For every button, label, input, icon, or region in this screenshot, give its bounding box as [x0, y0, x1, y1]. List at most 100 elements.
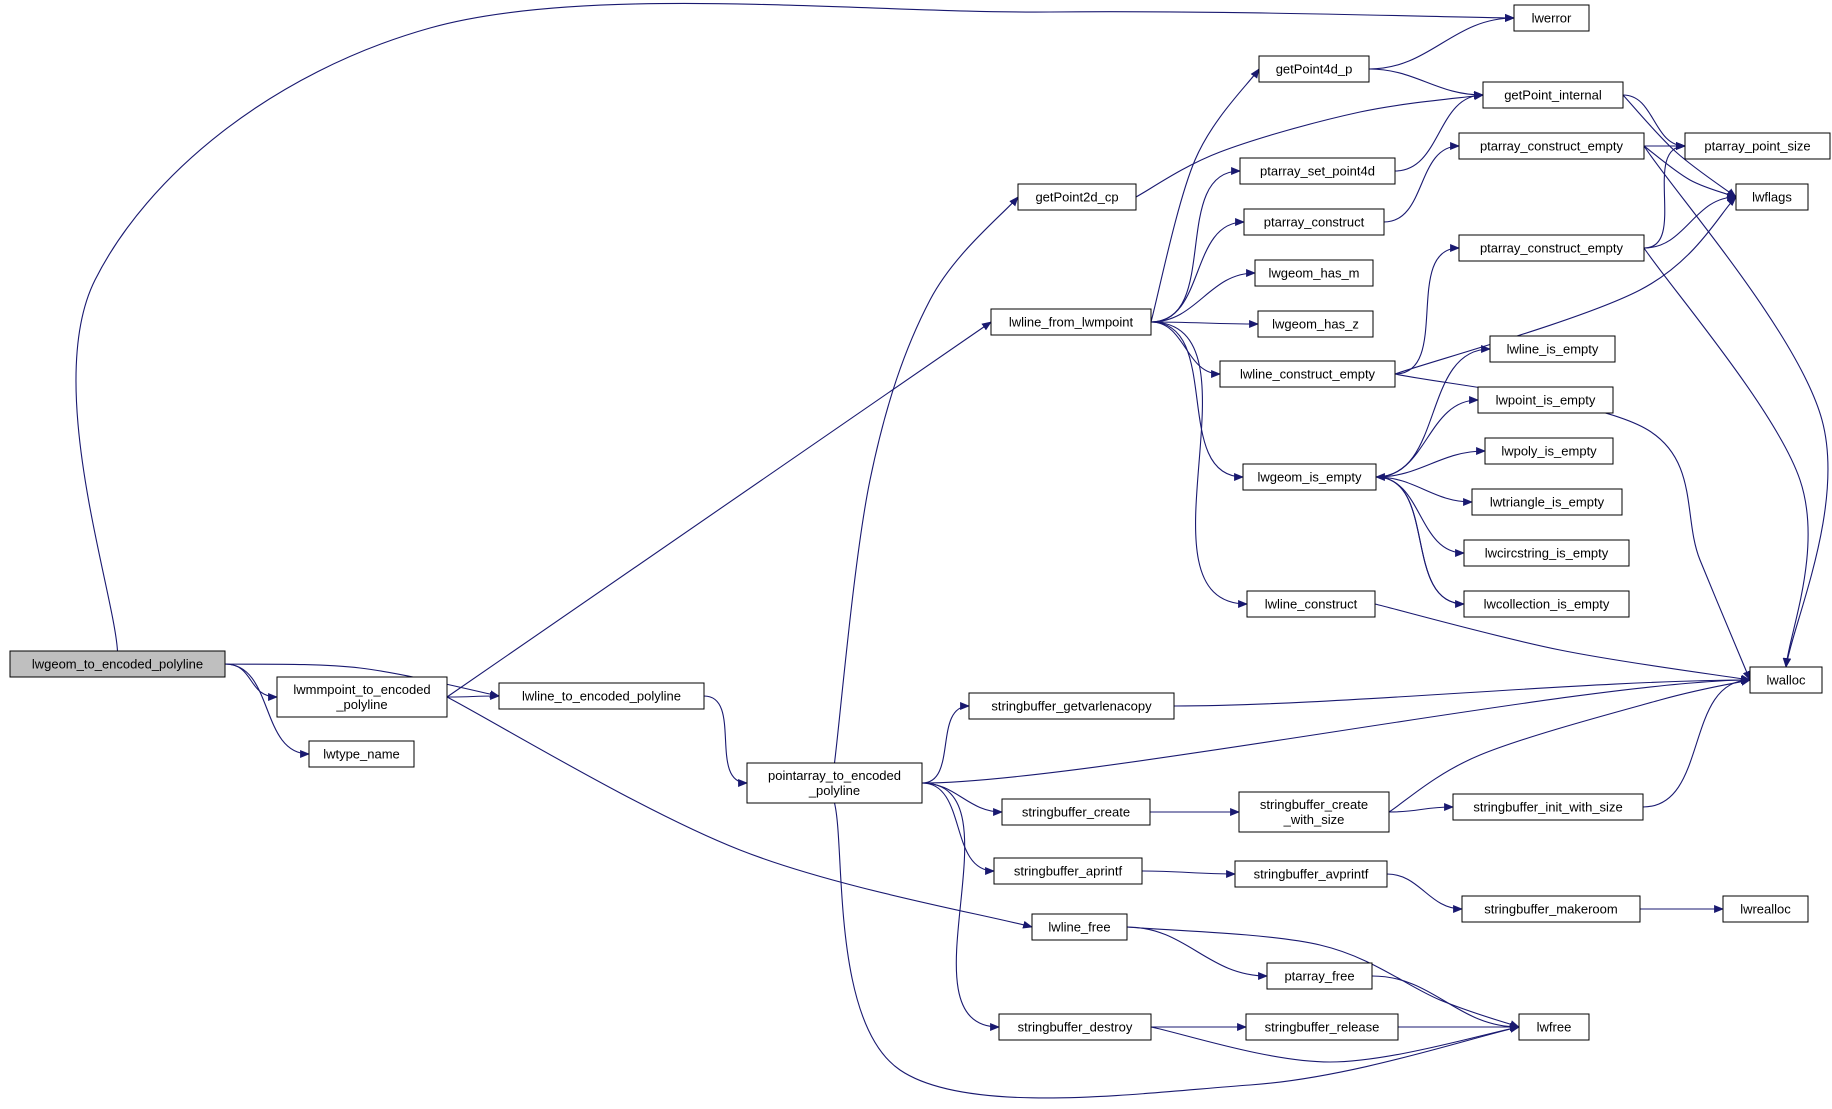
- node-box[interactable]: [1238, 791, 1390, 833]
- node-box[interactable]: [1484, 437, 1614, 465]
- edge-pfree-to-free: [1371, 975, 1520, 1031]
- nodes-layer: lwgeom_to_encoded_polyline lwmmpoint_to_e…: [9, 4, 1831, 1041]
- node-lwgeom-to-encoded-polyline[interactable]: lwgeom_to_encoded_polyline: [9, 650, 226, 678]
- node-ptarray-set-point4d[interactable]: ptarray_set_point4d: [1239, 157, 1396, 185]
- node-box[interactable]: [9, 650, 226, 678]
- node-lwerror[interactable]: lwerror: [1513, 4, 1590, 32]
- node-stringbuffer-release[interactable]: stringbuffer_release: [1245, 1013, 1399, 1041]
- node-box[interactable]: [1017, 183, 1137, 211]
- node-lwline-is-empty[interactable]: lwline_is_empty: [1489, 335, 1616, 363]
- node-box[interactable]: [993, 857, 1143, 885]
- node-box[interactable]: [1234, 860, 1388, 888]
- node-lwflags[interactable]: lwflags: [1735, 183, 1809, 211]
- node-ptarray-construct-empty[interactable]: ptarray_construct_empty: [1458, 132, 1645, 160]
- node-lwline-construct-empty[interactable]: lwline_construct_empty: [1219, 360, 1396, 388]
- node-stringbuffer-aprintf[interactable]: stringbuffer_aprintf: [993, 857, 1143, 885]
- node-getpoint4d-p[interactable]: getPoint4d_p: [1258, 55, 1370, 83]
- node-lwtriangle-is-empty[interactable]: lwtriangle_is_empty: [1471, 488, 1623, 516]
- node-box[interactable]: [1242, 463, 1377, 491]
- node-box[interactable]: [1031, 913, 1128, 941]
- node-label: lwline_free: [1048, 920, 1110, 935]
- node-lwcollection-is-empty[interactable]: lwcollection_is_empty: [1463, 590, 1630, 618]
- node-getpoint2d-cp[interactable]: getPoint2d_cp: [1017, 183, 1137, 211]
- node-stringbuffer-create-with-size[interactable]: stringbuffer_create_with_size: [1238, 791, 1390, 833]
- node-box[interactable]: [276, 676, 448, 718]
- node-box[interactable]: [1463, 539, 1630, 567]
- node-label: stringbuffer_create: [1022, 805, 1130, 820]
- node-box[interactable]: [1477, 386, 1614, 414]
- node-box[interactable]: [1482, 81, 1624, 109]
- node-box[interactable]: [1001, 798, 1151, 826]
- node-box[interactable]: [1257, 310, 1374, 338]
- node-stringbuffer-getvarlenacopy[interactable]: stringbuffer_getvarlenacopy: [968, 692, 1175, 720]
- node-box[interactable]: [1471, 488, 1623, 516]
- node-box[interactable]: [1246, 590, 1376, 618]
- edge-g2ep-to-mm: [224, 663, 278, 701]
- node-stringbuffer-makeroom[interactable]: stringbuffer_makeroom: [1461, 895, 1641, 923]
- edge-lflm-to-hasm: [1150, 269, 1256, 323]
- node-box[interactable]: [1219, 360, 1396, 388]
- node-box[interactable]: [308, 740, 415, 768]
- edge-pce2-to-pps: [1643, 142, 1686, 249]
- node-label: lwflags: [1752, 190, 1792, 205]
- node-box[interactable]: [1458, 132, 1645, 160]
- node-lwgeom-is-empty[interactable]: lwgeom_is_empty: [1242, 463, 1377, 491]
- node-ptarray-construct[interactable]: ptarray_construct: [1243, 208, 1385, 236]
- edge-g2ep-to-err: [75, 2, 1515, 652]
- node-box[interactable]: [1239, 157, 1396, 185]
- edge-lflm-to-hasz: [1150, 320, 1259, 328]
- node-box[interactable]: [746, 762, 923, 804]
- node-label: lwfree: [1537, 1020, 1572, 1035]
- node-lwgeom-has-m[interactable]: lwgeom_has_m: [1254, 259, 1374, 287]
- node-lwline-free[interactable]: lwline_free: [1031, 913, 1128, 941]
- node-stringbuffer-init-with-size[interactable]: stringbuffer_init_with_size: [1452, 793, 1644, 821]
- node-box[interactable]: [1722, 895, 1809, 923]
- node-pointarray-to-encoded-polyline[interactable]: pointarray_to_encoded_polyline: [746, 762, 923, 804]
- edge-psp4-to-gpi: [1394, 91, 1484, 172]
- node-lwrealloc[interactable]: lwrealloc: [1722, 895, 1809, 923]
- node-box[interactable]: [1258, 55, 1370, 83]
- node-box[interactable]: [1461, 895, 1641, 923]
- node-lwmmpoint-to-encoded-polyline[interactable]: lwmmpoint_to_encoded_polyline: [276, 676, 448, 718]
- node-stringbuffer-avprintf[interactable]: stringbuffer_avprintf: [1234, 860, 1388, 888]
- node-lwline-from-lwmpoint[interactable]: lwline_from_lwmpoint: [990, 308, 1152, 336]
- node-lwfree[interactable]: lwfree: [1518, 1013, 1590, 1041]
- node-lwtype-name[interactable]: lwtype_name: [308, 740, 415, 768]
- node-box[interactable]: [1245, 1013, 1399, 1041]
- node-box[interactable]: [1266, 962, 1373, 990]
- node-lwgeom-has-z[interactable]: lwgeom_has_z: [1257, 310, 1374, 338]
- node-stringbuffer-destroy[interactable]: stringbuffer_destroy: [998, 1013, 1152, 1041]
- node-box[interactable]: [1463, 590, 1630, 618]
- node-box[interactable]: [968, 692, 1175, 720]
- node-box[interactable]: [1489, 335, 1616, 363]
- node-box[interactable]: [1452, 793, 1644, 821]
- node-lwcircstring-is-empty[interactable]: lwcircstring_is_empty: [1463, 539, 1630, 567]
- node-lwline-construct[interactable]: lwline_construct: [1246, 590, 1376, 618]
- edge-gpi-to-flags: [1622, 94, 1737, 198]
- node-box[interactable]: [1513, 4, 1590, 32]
- edge-lce-to-alloc: [1394, 373, 1751, 681]
- node-box[interactable]: [498, 682, 705, 710]
- node-box[interactable]: [1735, 183, 1809, 211]
- node-box[interactable]: [1243, 208, 1385, 236]
- node-ptarray-construct-empty[interactable]: ptarray_construct_empty: [1458, 234, 1645, 262]
- node-box[interactable]: [1518, 1013, 1590, 1041]
- node-box[interactable]: [990, 308, 1152, 336]
- node-ptarray-point-size[interactable]: ptarray_point_size: [1684, 132, 1831, 160]
- node-getpoint-internal[interactable]: getPoint_internal: [1482, 81, 1624, 109]
- edge-mm-to-l2ep: [446, 692, 500, 700]
- node-stringbuffer-create[interactable]: stringbuffer_create: [1001, 798, 1151, 826]
- node-box[interactable]: [1458, 234, 1645, 262]
- node-lwalloc[interactable]: lwalloc: [1749, 666, 1823, 694]
- node-box[interactable]: [1254, 259, 1374, 287]
- node-lwline-to-encoded-polyline[interactable]: lwline_to_encoded_polyline: [498, 682, 705, 710]
- node-box[interactable]: [998, 1013, 1152, 1041]
- node-box[interactable]: [1749, 666, 1823, 694]
- edge-g2ep-to-l2ep: [224, 663, 500, 699]
- node-lwpoly-is-empty[interactable]: lwpoly_is_empty: [1484, 437, 1614, 465]
- node-lwpoint-is-empty[interactable]: lwpoint_is_empty: [1477, 386, 1614, 414]
- node-ptarray-free[interactable]: ptarray_free: [1266, 962, 1373, 990]
- node-box[interactable]: [1684, 132, 1831, 160]
- node-label: stringbuffer_getvarlenacopy: [991, 699, 1152, 714]
